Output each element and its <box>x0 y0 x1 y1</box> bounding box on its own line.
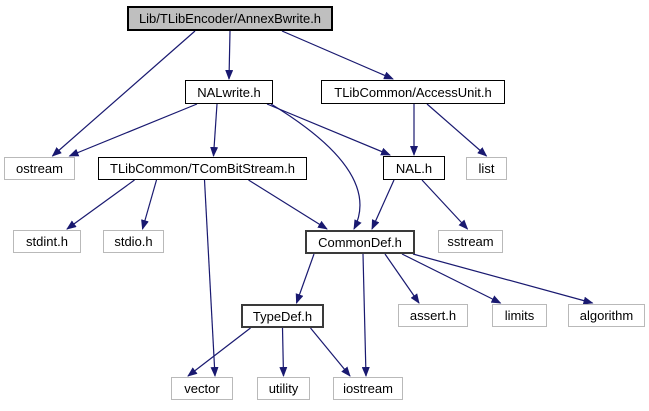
edge-nalwrite-to-tcombitstream <box>210 103 219 157</box>
node-utility: utility <box>257 377 310 400</box>
edge-annexb-to-ostream <box>51 30 196 157</box>
edge-commondef-to-iostream <box>361 253 370 377</box>
node-stdint: stdint.h <box>13 230 81 253</box>
edge-nalwrite-to-ostream <box>68 103 198 157</box>
node-stdio: stdio.h <box>103 230 164 253</box>
node-label: stdio.h <box>114 234 153 249</box>
node-accessunit[interactable]: TLibCommon/AccessUnit.h <box>321 80 505 104</box>
node-label: list <box>478 161 495 176</box>
node-label: iostream <box>343 381 393 396</box>
node-assert: assert.h <box>398 304 468 327</box>
node-label: sstream <box>447 234 494 249</box>
node-label: TLibCommon/TComBitStream.h <box>110 161 295 176</box>
edge-tcombitstream-to-stdio <box>141 179 158 230</box>
node-label: limits <box>504 308 535 323</box>
node-iostream: iostream <box>333 377 403 400</box>
edge-commondef-to-typedef <box>295 253 315 304</box>
node-commondef[interactable]: CommonDef.h <box>305 230 415 254</box>
node-label: stdint.h <box>26 234 68 249</box>
edge-nalwrite-to-nal <box>266 103 391 156</box>
edge-tcombitstream-to-vector <box>203 179 219 377</box>
node-tcombitstream[interactable]: TLibCommon/TComBitStream.h <box>98 157 307 180</box>
edge-tcombitstream-to-commondef <box>248 179 328 230</box>
node-algorithm: algorithm <box>568 304 645 327</box>
edge-typedef-to-utility <box>279 327 288 377</box>
node-label: algorithm <box>579 308 634 323</box>
node-label: ostream <box>16 161 63 176</box>
node-limits: limits <box>492 304 547 327</box>
node-label: TypeDef.h <box>252 308 313 324</box>
node-label: vector <box>184 381 220 396</box>
edge-typedef-to-iostream <box>310 327 351 377</box>
node-ostream: ostream <box>4 157 75 180</box>
node-label: TLibCommon/AccessUnit.h <box>334 84 492 100</box>
node-list: list <box>466 157 507 180</box>
edge-commondef-to-assert <box>384 253 420 304</box>
edge-nal-to-sstream <box>421 179 469 230</box>
node-label: NALwrite.h <box>197 84 261 100</box>
edge-annexb-to-nalwrite <box>225 30 234 80</box>
node-sstream: sstream <box>438 230 503 253</box>
edge-commondef-to-algorithm <box>412 253 594 305</box>
edge-annexb-to-accessunit <box>281 30 394 80</box>
edge-nal-to-commondef <box>371 179 395 230</box>
node-annexb: Lib/TLibEncoder/AnnexBwrite.h <box>127 6 333 31</box>
node-label: Lib/TLibEncoder/AnnexBwrite.h <box>138 11 322 26</box>
node-vector: vector <box>171 377 233 400</box>
node-label: CommonDef.h <box>318 234 402 250</box>
node-typedef[interactable]: TypeDef.h <box>241 304 324 328</box>
node-nalwrite[interactable]: NALwrite.h <box>185 80 273 104</box>
edge-commondef-to-limits <box>401 253 502 304</box>
edge-tcombitstream-to-stdint <box>66 179 135 230</box>
node-label: utility <box>268 381 299 396</box>
edge-accessunit-to-list <box>426 103 488 157</box>
node-label: NAL.h <box>395 160 433 176</box>
node-label: assert.h <box>409 308 457 323</box>
edge-typedef-to-vector <box>187 327 251 377</box>
node-nal[interactable]: NAL.h <box>383 156 445 180</box>
